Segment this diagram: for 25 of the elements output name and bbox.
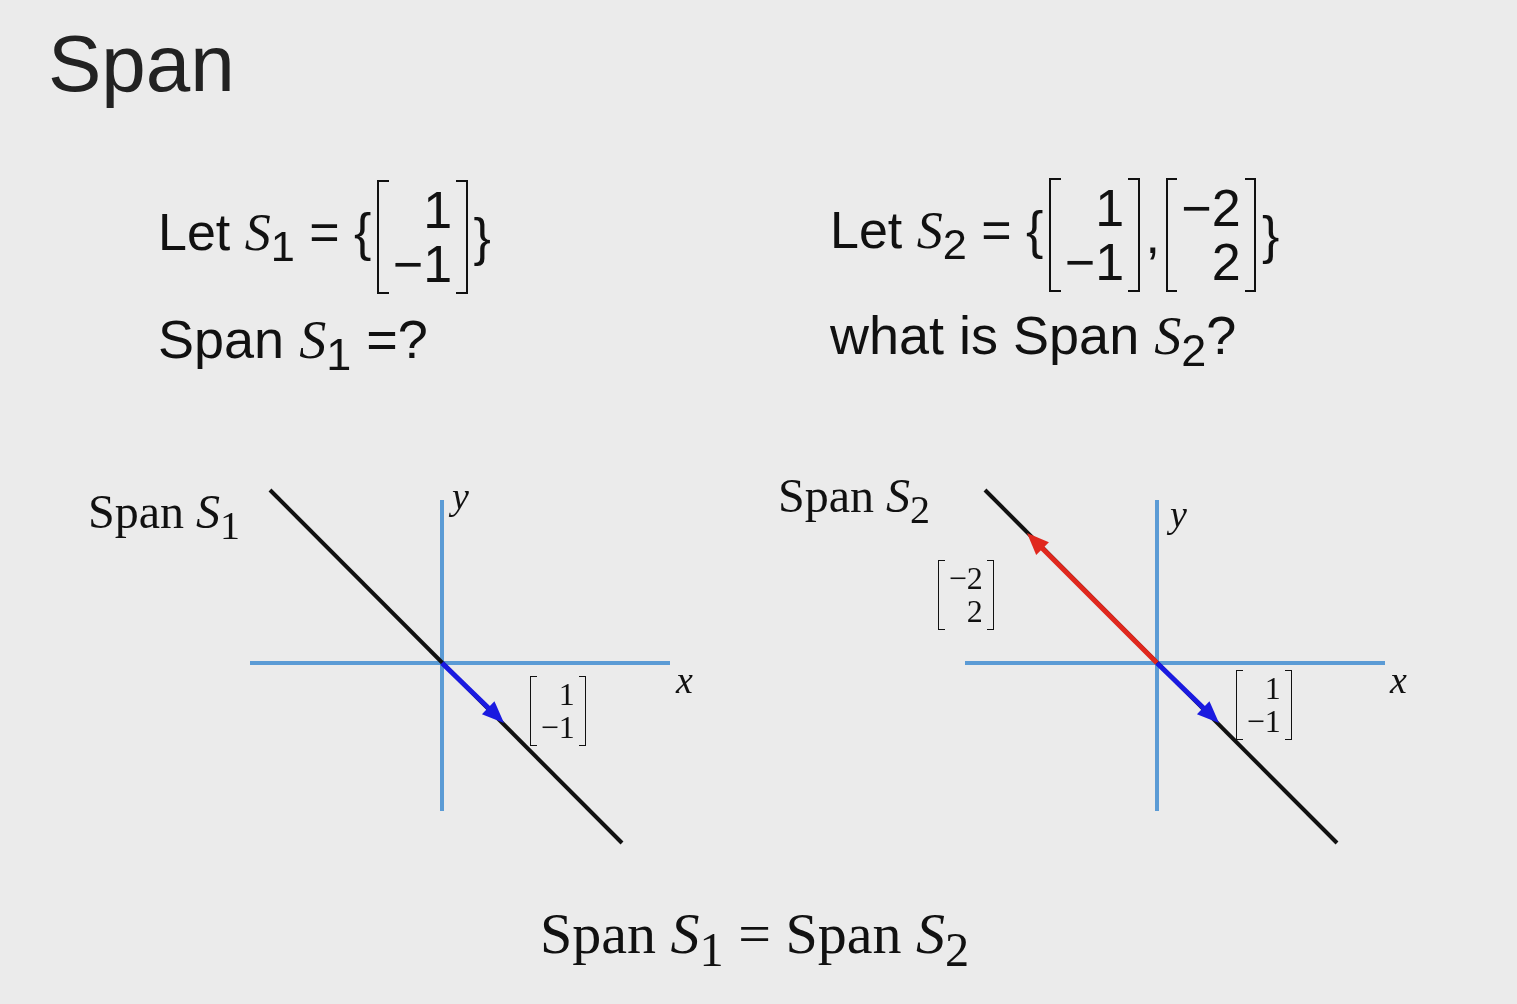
math-text: Span S$_{1}$ = Span S$_{2}$ [540,900,970,977]
matrix-entry: 1 [1095,180,1125,236]
matrix-entry: 2 [966,595,983,629]
math-text: Span S$_{2}$ [778,468,930,533]
math-text: Span S$_{1}$ [88,484,240,549]
axis-label: x [676,658,693,702]
matrix-entry: 1 [1264,671,1281,706]
math-text: } [473,207,491,268]
math-text: Span S$_{1}$ =? [158,308,428,381]
math-text: Let S$_{2}$ = { [830,200,1044,270]
axis-label: x [1390,658,1407,702]
math-text: what is Span S$_{2}$? [830,304,1237,377]
math-text: Let S$_{1}$ = { [158,202,372,272]
matrix-entry: −1 [1246,705,1281,739]
math-text: } [1261,205,1280,266]
matrix-entry: −2 [948,561,983,596]
matrix-entry: 2 [1211,235,1241,290]
matrix-entry: 1 [558,677,575,712]
matrix-entry: −1 [540,711,575,745]
slide-title: Span [48,18,235,110]
math-text: , [1145,205,1160,266]
matrix-entry: −2 [1181,180,1241,236]
matrix-entry: 1 [423,182,453,238]
matrix-entry: −1 [1064,235,1125,290]
matrix-entry: −1 [392,237,453,292]
